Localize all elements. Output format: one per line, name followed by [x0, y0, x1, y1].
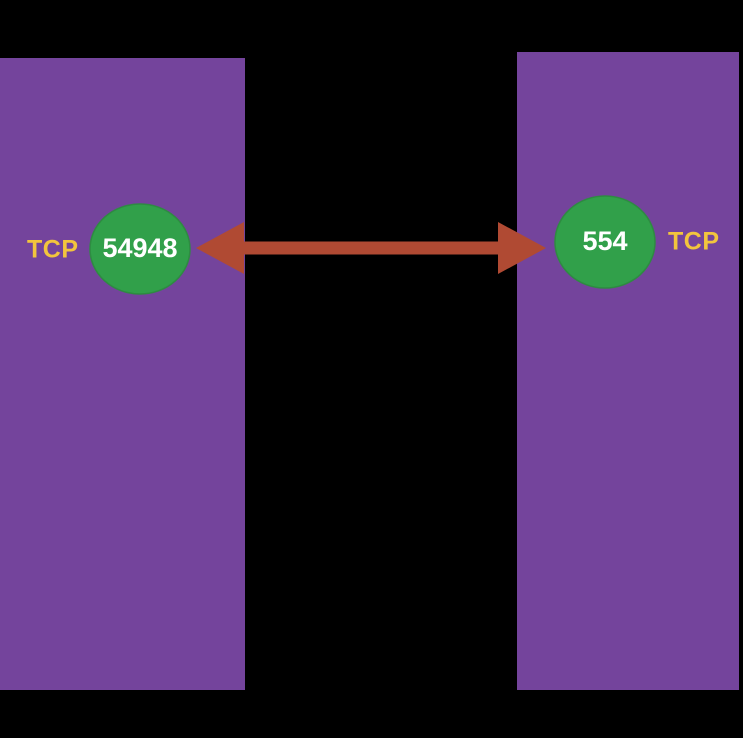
right-port-ellipse[interactable]: [554, 195, 656, 289]
right-protocol-label: TCP: [668, 228, 720, 256]
left-host-block[interactable]: [0, 58, 245, 690]
bidirectional-arrow[interactable]: [196, 222, 546, 274]
right-port-node[interactable]: 554: [554, 195, 656, 289]
left-port-label: 54948: [102, 233, 177, 263]
left-port-ellipse[interactable]: [89, 203, 191, 295]
right-port-label: 554: [582, 226, 627, 256]
left-protocol-label: TCP: [27, 236, 79, 264]
right-host-block[interactable]: [517, 52, 739, 690]
left-port-node[interactable]: 54948: [89, 203, 191, 295]
